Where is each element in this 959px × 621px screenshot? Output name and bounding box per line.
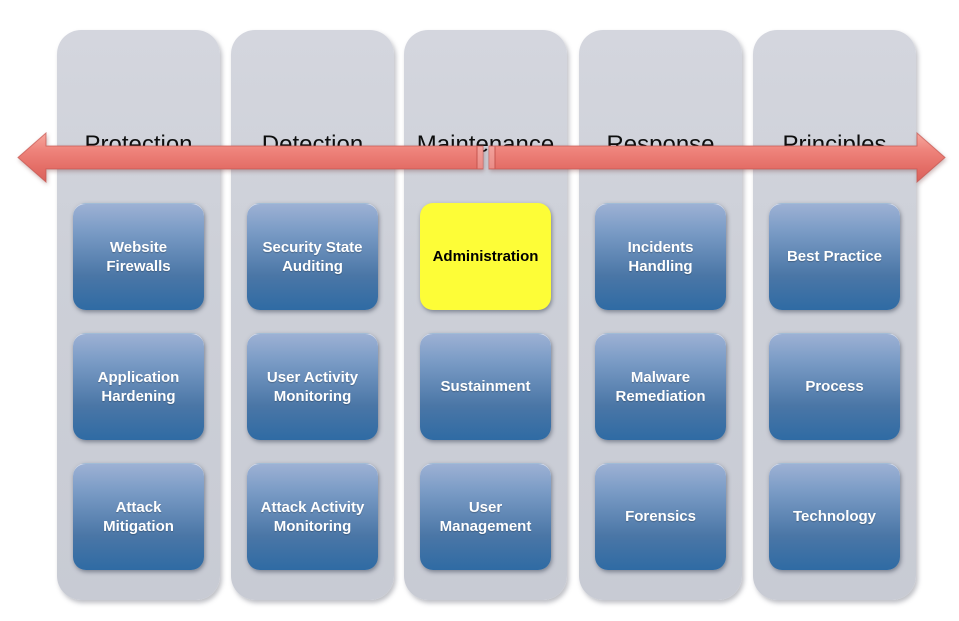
item-box: Best Practice bbox=[769, 203, 900, 310]
item-label: Best Practice bbox=[786, 248, 883, 266]
item-label: Incidents Handling bbox=[627, 238, 694, 276]
item-label: Attack Activity Monitoring bbox=[260, 498, 365, 536]
item-box: Technology bbox=[769, 463, 900, 570]
item-label: Attack Mitigation bbox=[103, 498, 174, 536]
item-box-highlighted: Administration bbox=[420, 203, 551, 310]
column-response: Response Incidents Handling Malware Reme… bbox=[579, 30, 742, 600]
item-box: Application Hardening bbox=[73, 333, 204, 440]
column-detection: Detection Security State Auditing User A… bbox=[231, 30, 394, 600]
column-principles: Principles Best Practice Process Technol… bbox=[753, 30, 916, 600]
item-box: Incidents Handling bbox=[595, 203, 726, 310]
item-label: Administration bbox=[432, 247, 539, 265]
item-label: Website Firewalls bbox=[106, 238, 171, 276]
item-box: Security State Auditing bbox=[247, 203, 378, 310]
item-box: Attack Mitigation bbox=[73, 463, 204, 570]
item-label: User Activity Monitoring bbox=[266, 368, 359, 406]
column-maintenance: Maintenance Administration Sustainment U… bbox=[404, 30, 567, 600]
item-box: Forensics bbox=[595, 463, 726, 570]
item-label: Malware Remediation bbox=[615, 368, 706, 406]
item-box: Attack Activity Monitoring bbox=[247, 463, 378, 570]
item-box: Malware Remediation bbox=[595, 333, 726, 440]
item-box: Process bbox=[769, 333, 900, 440]
item-label: Sustainment bbox=[440, 378, 531, 396]
column-title: Principles bbox=[782, 131, 887, 158]
column-title: Maintenance bbox=[416, 131, 555, 158]
item-label: Process bbox=[805, 378, 864, 396]
item-label: Technology bbox=[792, 508, 877, 526]
item-label: Security State Auditing bbox=[262, 238, 363, 276]
column-title: Response bbox=[606, 131, 715, 158]
item-box: Sustainment bbox=[420, 333, 551, 440]
column-title: Detection bbox=[261, 131, 364, 158]
item-label: Application Hardening bbox=[97, 368, 180, 406]
item-box: User Management bbox=[420, 463, 551, 570]
item-label: Forensics bbox=[625, 508, 696, 526]
item-box: Website Firewalls bbox=[73, 203, 204, 310]
column-title: Protection bbox=[84, 131, 193, 158]
column-protection: Protection Website Firewalls Application… bbox=[57, 30, 220, 600]
item-label: User Management bbox=[439, 498, 532, 536]
item-box: User Activity Monitoring bbox=[247, 333, 378, 440]
